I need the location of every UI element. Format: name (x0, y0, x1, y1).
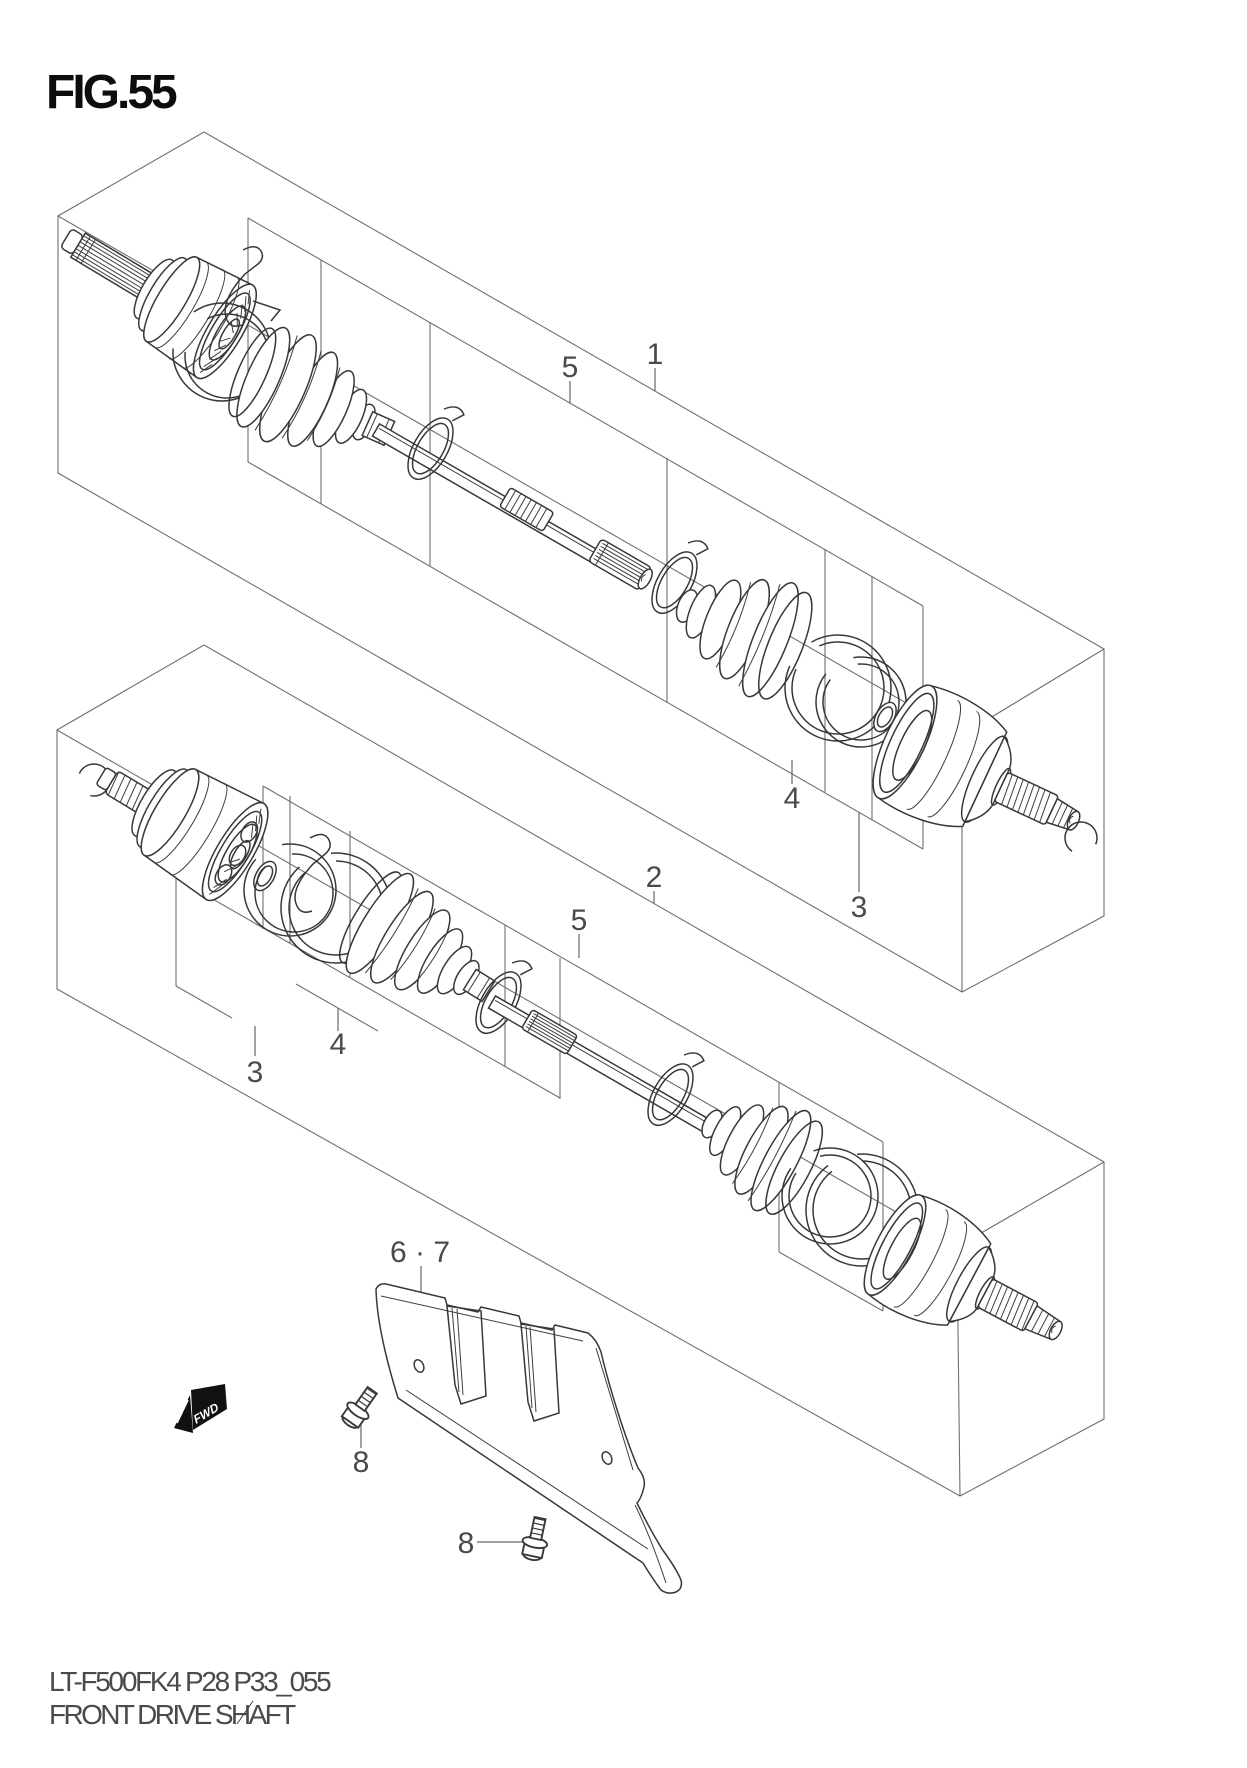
svg-text:8: 8 (458, 1527, 475, 1560)
svg-text:1: 1 (647, 338, 664, 371)
svg-text:5: 5 (562, 351, 579, 384)
svg-text:3: 3 (247, 1056, 264, 1089)
svg-text:3: 3 (851, 891, 868, 924)
svg-text:4: 4 (784, 782, 801, 815)
svg-text:8: 8 (353, 1446, 370, 1479)
svg-text:FRONT DRIVE SHAFT: FRONT DRIVE SHAFT (49, 1699, 296, 1730)
svg-text:5: 5 (571, 904, 588, 937)
svg-text:6 · 7: 6 · 7 (390, 1236, 450, 1269)
svg-text:FIG.55: FIG.55 (46, 66, 177, 119)
svg-text:4: 4 (330, 1028, 347, 1061)
svg-text:LT-F500FK4 P28 P33_055: LT-F500FK4 P28 P33_055 (49, 1666, 331, 1697)
svg-text:2: 2 (646, 861, 663, 894)
